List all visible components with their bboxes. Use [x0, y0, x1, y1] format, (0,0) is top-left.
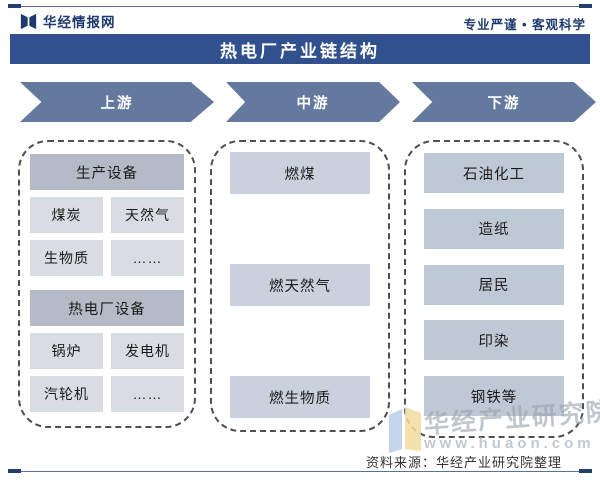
- stage-label-upstream: 上游: [100, 95, 134, 112]
- tagline: 专业严谨 • 客观科学: [463, 18, 586, 32]
- upstream-row: 生物质 ……: [30, 240, 184, 276]
- diagram-title: 热电厂产业链结构: [10, 34, 590, 64]
- upstream-container: 生产设备 煤炭 天然气 生物质 …… 热电厂设备 锅炉 发电机 汽轮机 ……: [18, 140, 196, 428]
- upstream-row: 煤炭 天然气: [30, 197, 184, 233]
- brand-name: 华经情报网: [43, 15, 116, 30]
- stage-arrow-downstream: 下游: [412, 82, 596, 122]
- top-rule: [8, 4, 592, 8]
- midstream-item: 燃生物质: [230, 376, 370, 418]
- stage-label-downstream: 下游: [487, 95, 521, 112]
- upstream-item: ……: [111, 240, 184, 276]
- downstream-item: 印染: [424, 320, 564, 361]
- source-note: 资料来源：华经产业研究院整理: [365, 455, 562, 470]
- downstream-item: 居民: [424, 264, 564, 305]
- top-rule-right-tick: [579, 4, 592, 8]
- bottom-rule-left-tick: [8, 469, 21, 473]
- stage-arrow-midstream: 中游: [226, 82, 400, 122]
- top-rule-left-tick: [8, 4, 21, 8]
- upstream-item: 生物质: [30, 240, 103, 276]
- midstream-container: 燃煤 燃天然气 燃生物质: [210, 140, 390, 432]
- upstream-item: ……: [111, 376, 184, 412]
- upstream-item: 发电机: [111, 333, 184, 369]
- bottom-rule: [8, 469, 592, 473]
- upstream-item: 天然气: [111, 197, 184, 233]
- stage-label-midstream: 中游: [296, 95, 330, 112]
- upstream-row: 汽轮机 ……: [30, 376, 184, 412]
- brand: 华经情报网: [20, 11, 116, 31]
- upstream-item: 锅炉: [30, 333, 103, 369]
- upstream-row: 锅炉 发电机: [30, 333, 184, 369]
- stage-arrow-upstream: 上游: [20, 82, 214, 122]
- downstream-item: 石油化工: [424, 153, 564, 193]
- upstream-item: 汽轮机: [30, 376, 103, 412]
- downstream-item: 钢铁等: [424, 376, 564, 416]
- brand-logo-icon: [20, 13, 37, 29]
- watermark-url: www.huaon.com: [424, 435, 595, 452]
- bottom-rule-right-tick: [579, 469, 592, 473]
- midstream-item: 燃煤: [230, 152, 370, 194]
- upstream-group-header: 热电厂设备: [30, 290, 184, 326]
- watermark-logo-icon: [389, 407, 421, 453]
- upstream-group-header: 生产设备: [30, 154, 184, 190]
- upstream-item: 煤炭: [30, 197, 103, 233]
- midstream-item: 燃天然气: [230, 264, 370, 306]
- downstream-container: 石油化工 造纸 居民 印染 钢铁等: [404, 140, 584, 438]
- downstream-item: 造纸: [424, 208, 564, 249]
